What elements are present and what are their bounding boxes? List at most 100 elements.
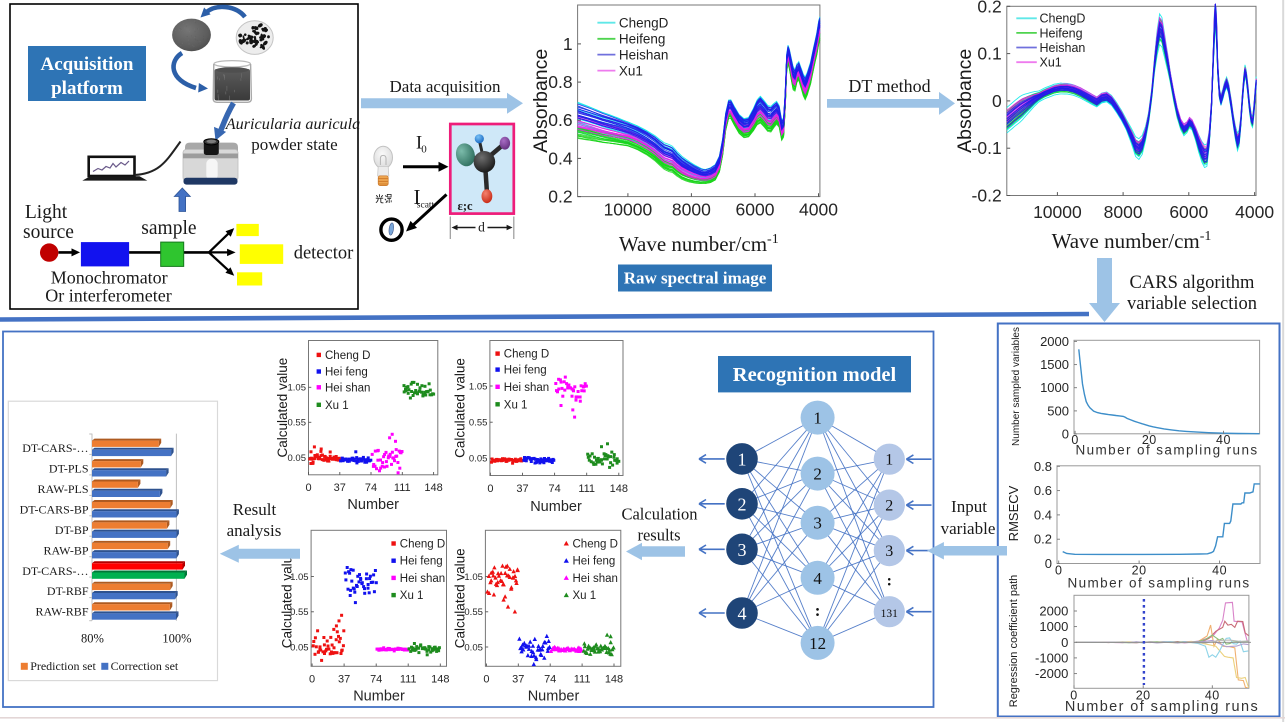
svg-text:37: 37 xyxy=(334,482,346,494)
svg-text:Auricularia auricula: Auricularia auricula xyxy=(225,115,360,133)
svg-text:1.05: 1.05 xyxy=(469,381,488,392)
svg-text:3: 3 xyxy=(738,540,747,560)
svg-text:1000: 1000 xyxy=(1040,380,1069,395)
svg-text:0: 0 xyxy=(487,483,493,495)
svg-text:Number of sampling runs: Number of sampling runs xyxy=(1067,576,1250,591)
svg-text:Cheng D: Cheng D xyxy=(573,539,618,551)
svg-text:Or interferometer: Or interferometer xyxy=(45,286,171,306)
svg-text:Number sampled variables: Number sampled variables xyxy=(1011,327,1022,446)
svg-text:0.8: 0.8 xyxy=(1034,459,1052,474)
svg-text:4: 4 xyxy=(738,604,747,624)
svg-text:Wave number/cm-1: Wave number/cm-1 xyxy=(1052,229,1212,253)
svg-text:1: 1 xyxy=(563,34,573,54)
svg-text:148: 148 xyxy=(605,674,623,686)
svg-text:111: 111 xyxy=(574,674,591,686)
svg-text:scatt: scatt xyxy=(417,201,435,211)
svg-text:Absorbance: Absorbance xyxy=(954,49,976,153)
svg-text:-0.2: -0.2 xyxy=(972,186,1002,206)
svg-text:Calculated value: Calculated value xyxy=(280,548,295,648)
svg-text:Absorbance: Absorbance xyxy=(530,49,552,153)
svg-text:74: 74 xyxy=(544,674,556,686)
svg-text:results: results xyxy=(637,526,680,545)
svg-text:Hei shan: Hei shan xyxy=(325,382,370,394)
svg-text:40: 40 xyxy=(1205,689,1220,703)
svg-text:40: 40 xyxy=(1212,564,1227,578)
svg-text:CARS algorithm: CARS algorithm xyxy=(1130,273,1255,293)
svg-text:Hei feng: Hei feng xyxy=(400,556,443,568)
svg-text:12: 12 xyxy=(809,634,826,653)
svg-text:Monochromator: Monochromator xyxy=(51,268,168,288)
svg-text:Number: Number xyxy=(528,689,580,705)
svg-text:Regression coefficient path: Regression coefficient path xyxy=(1008,575,1020,708)
svg-text:0.4: 0.4 xyxy=(1034,507,1052,522)
svg-text:I: I xyxy=(416,133,422,154)
svg-text:Hei shan: Hei shan xyxy=(573,573,618,585)
svg-text:Correction set: Correction set xyxy=(111,659,179,673)
svg-text:DT method: DT method xyxy=(848,76,930,96)
svg-text:Prediction set: Prediction set xyxy=(30,659,96,673)
svg-text:0: 0 xyxy=(1071,433,1078,447)
svg-text:RAW-RBF: RAW-RBF xyxy=(35,605,88,619)
svg-text:6000: 6000 xyxy=(736,200,775,220)
svg-text:Input: Input xyxy=(951,497,987,516)
svg-text:100%: 100% xyxy=(162,632,191,646)
svg-text:2000: 2000 xyxy=(1040,334,1069,349)
svg-text:Light: Light xyxy=(25,202,68,223)
svg-text:1: 1 xyxy=(738,449,747,469)
svg-text:4000: 4000 xyxy=(799,200,838,220)
svg-text:0.55: 0.55 xyxy=(288,418,307,429)
svg-text:0.2: 0.2 xyxy=(548,187,572,207)
svg-text:0: 0 xyxy=(1055,564,1062,578)
svg-text:20: 20 xyxy=(1142,433,1157,447)
svg-text:0.1: 0.1 xyxy=(977,44,1001,64)
svg-text:Number of sampling runs: Number of sampling runs xyxy=(1065,699,1259,715)
svg-text:Number: Number xyxy=(353,689,405,705)
svg-text:131: 131 xyxy=(881,608,899,620)
svg-text:DT-RBF: DT-RBF xyxy=(47,584,89,598)
svg-text:ChengD: ChengD xyxy=(1040,12,1086,26)
svg-text:Hei feng: Hei feng xyxy=(504,365,547,377)
svg-text:3: 3 xyxy=(813,514,822,533)
svg-text:source: source xyxy=(23,222,74,243)
svg-text:0.05: 0.05 xyxy=(464,642,483,653)
svg-text:Cheng D: Cheng D xyxy=(325,350,370,362)
svg-text:0: 0 xyxy=(1062,427,1069,442)
svg-text:8000: 8000 xyxy=(1104,202,1143,222)
svg-text:ε;c: ε;c xyxy=(458,199,474,213)
svg-text:Hei shan: Hei shan xyxy=(400,573,445,585)
svg-text:0.05: 0.05 xyxy=(288,453,307,464)
svg-text:111: 111 xyxy=(400,674,417,686)
svg-text:Wave number/cm-1: Wave number/cm-1 xyxy=(619,232,779,256)
svg-text:DT-CARS-…: DT-CARS-… xyxy=(22,564,88,578)
svg-text:1: 1 xyxy=(885,452,893,469)
svg-text:0.4: 0.4 xyxy=(548,148,573,168)
svg-text:-2000: -2000 xyxy=(1035,666,1068,681)
svg-text:37: 37 xyxy=(338,674,350,686)
svg-text:Hei feng: Hei feng xyxy=(573,556,616,568)
svg-text:0.05: 0.05 xyxy=(290,642,309,653)
svg-text:4: 4 xyxy=(813,569,822,588)
svg-text:74: 74 xyxy=(365,482,377,494)
svg-text:74: 74 xyxy=(548,483,560,495)
svg-text:platform: platform xyxy=(51,78,123,99)
svg-text:0.2: 0.2 xyxy=(1034,532,1052,547)
svg-text:analysis: analysis xyxy=(227,521,282,540)
svg-text:Xu1: Xu1 xyxy=(619,63,643,78)
svg-text:148: 148 xyxy=(610,483,628,495)
svg-text:1.05: 1.05 xyxy=(288,383,307,394)
svg-text:variable: variable xyxy=(941,519,996,538)
svg-text:0: 0 xyxy=(1070,689,1077,703)
svg-text:0.55: 0.55 xyxy=(290,607,309,618)
svg-text::: : xyxy=(815,601,821,620)
svg-text:Xu 1: Xu 1 xyxy=(325,400,349,412)
svg-text:8000: 8000 xyxy=(672,200,711,220)
svg-text:DT-BP: DT-BP xyxy=(55,523,89,537)
svg-text:1000: 1000 xyxy=(1039,619,1068,634)
svg-text:37: 37 xyxy=(512,674,524,686)
svg-text:2000: 2000 xyxy=(1039,604,1068,619)
svg-text:d: d xyxy=(478,220,485,235)
svg-text:40: 40 xyxy=(1216,433,1231,447)
svg-text:1500: 1500 xyxy=(1040,357,1069,372)
svg-text:3: 3 xyxy=(885,543,893,560)
svg-text:37: 37 xyxy=(516,483,528,495)
